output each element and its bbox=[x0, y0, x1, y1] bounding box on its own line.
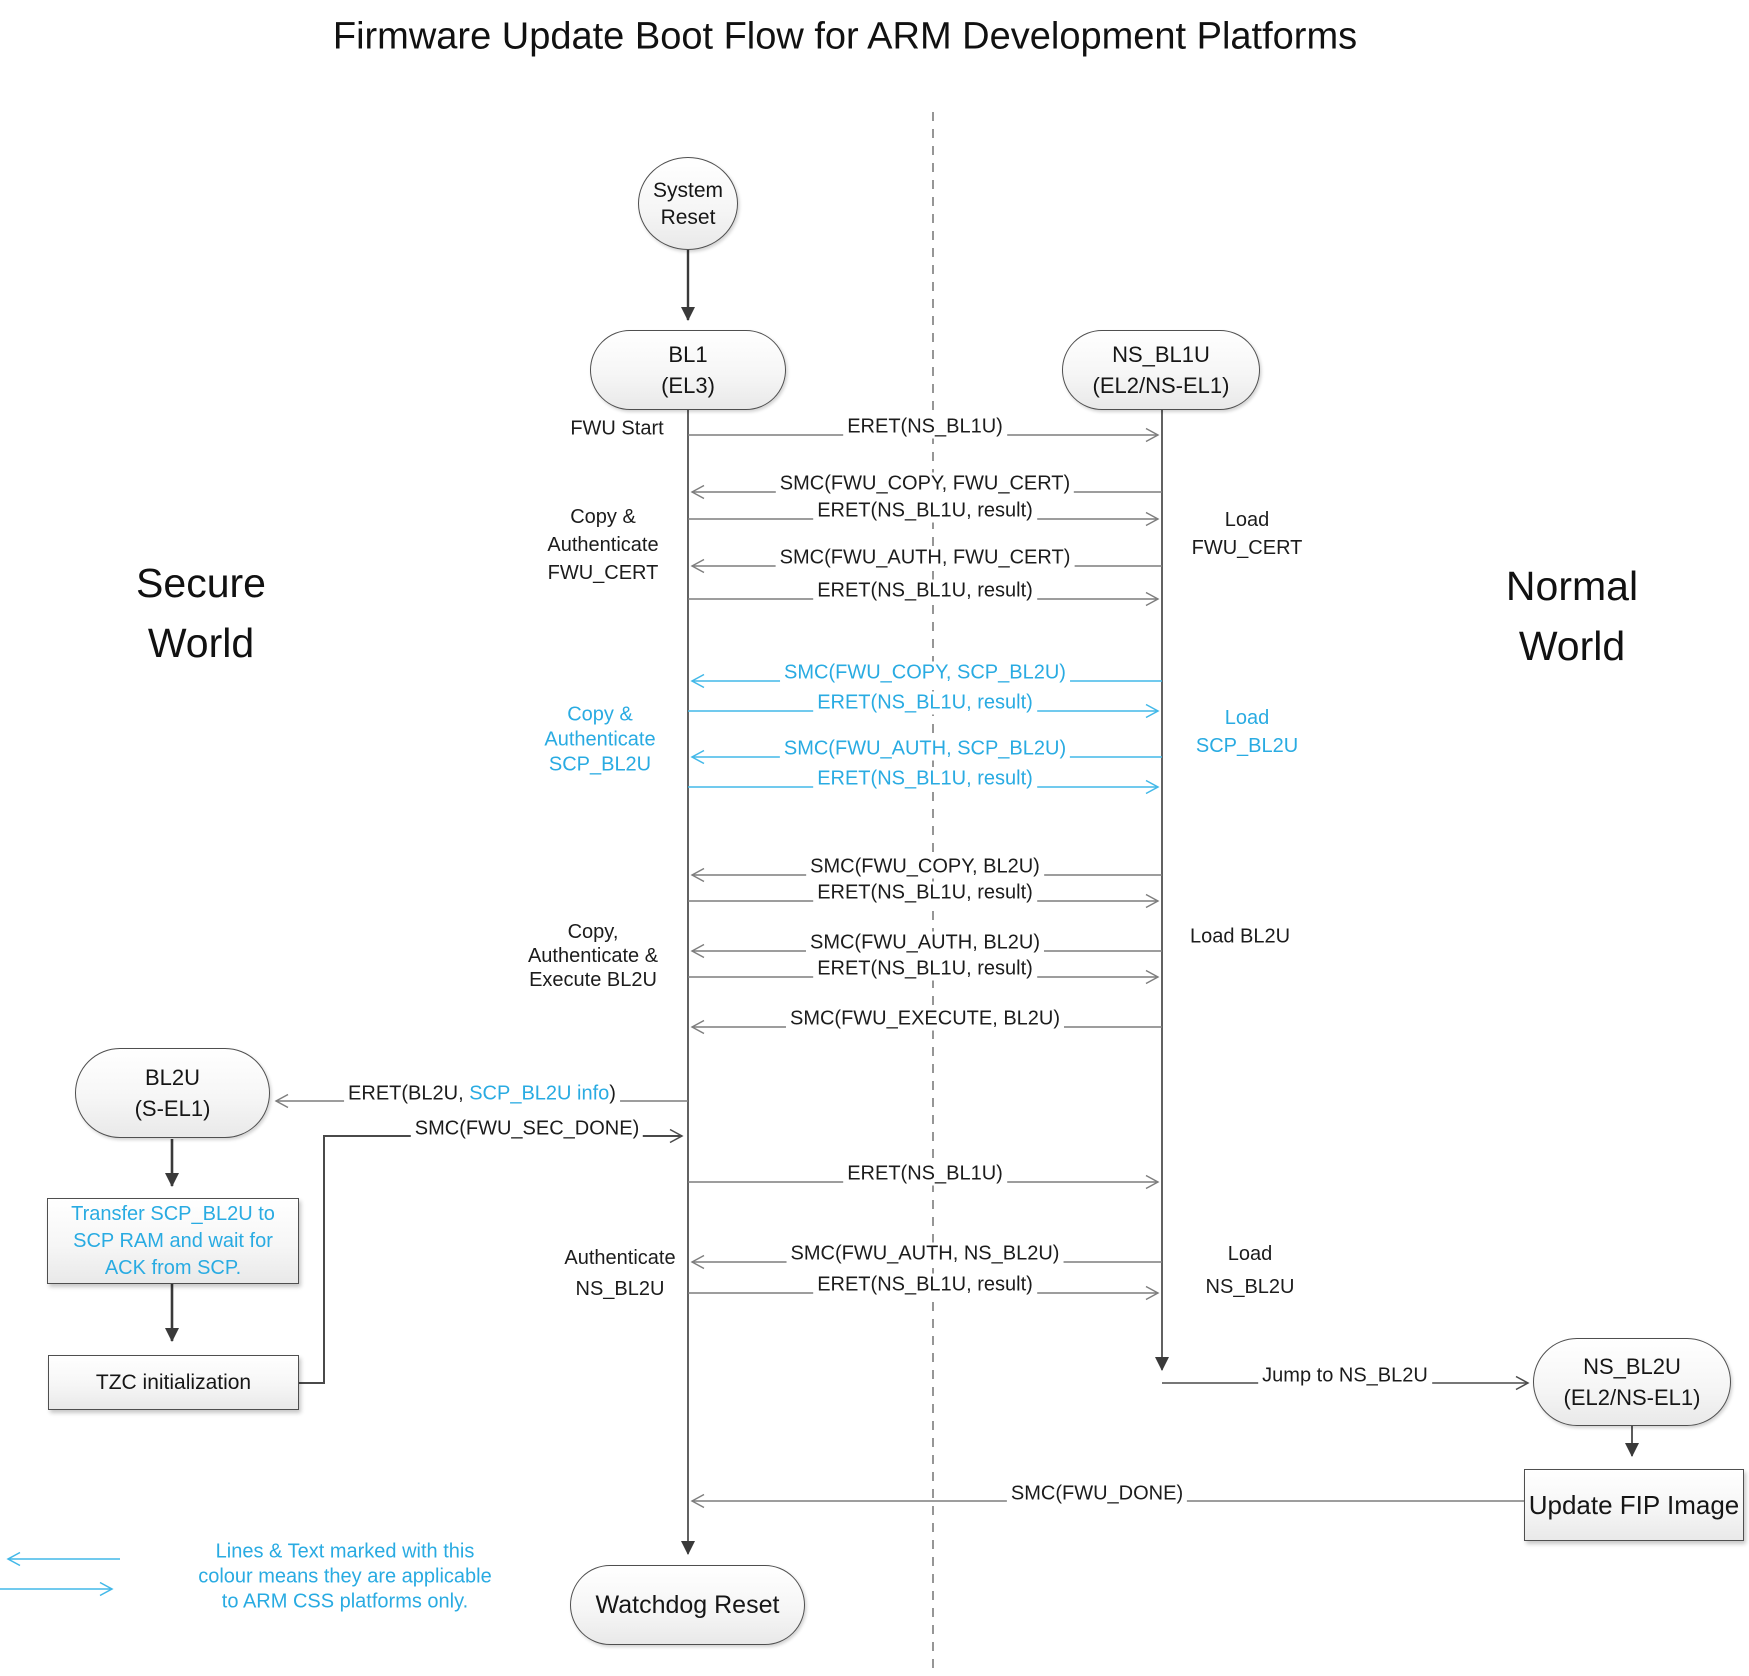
message-smc-sec-done: SMC(FWU_SEC_DONE) bbox=[410, 1117, 644, 1141]
bl1-line1: BL1 bbox=[668, 342, 708, 367]
ns-bl2u-line2: (EL2/NS-EL1) bbox=[1563, 1385, 1701, 1410]
label-load-ns-bl2u: Load NS_BL2U bbox=[1206, 1238, 1295, 1304]
legend-line3: to ARM CSS platforms only. bbox=[221, 1590, 469, 1613]
message-smc-execute-bl2u: SMC(FWU_EXECUTE, BL2U) bbox=[785, 1007, 1065, 1031]
load-scp-bl2u-line1: Load bbox=[1224, 707, 1270, 729]
message-smc-auth-bl2u: SMC(FWU_AUTH, BL2U) bbox=[805, 931, 1045, 955]
copy-auth-scp-line3: SCP_BL2U bbox=[548, 753, 652, 776]
auth-ns-bl2u-line1: Authenticate bbox=[564, 1247, 676, 1269]
transfer-line1: Transfer SCP_BL2U to bbox=[71, 1202, 275, 1225]
message-smc-fwu-done: SMC(FWU_DONE) bbox=[1006, 1482, 1188, 1506]
message-smc-auth-fwu-cert: SMC(FWU_AUTH, FWU_CERT) bbox=[775, 546, 1075, 570]
label-copy-auth-exec-bl2u: Copy, Authenticate & Execute BL2U bbox=[528, 920, 658, 992]
bl2u-line1: BL2U bbox=[144, 1065, 201, 1090]
label-copy-auth-scp-bl2u: Copy & Authenticate SCP_BL2U bbox=[544, 703, 655, 778]
copy-auth-bl2u-line2: Authenticate & bbox=[527, 945, 659, 967]
normal-world-line2: World bbox=[1518, 623, 1626, 669]
secure-world-line1: Secure bbox=[136, 560, 266, 606]
load-fwu-cert-line1: Load bbox=[1224, 509, 1270, 531]
node-system-reset: System Reset bbox=[638, 157, 738, 250]
watchdog-reset-label: Watchdog Reset bbox=[595, 1590, 780, 1619]
message-eret-ns-bl1u-2: ERET(NS_BL1U) bbox=[843, 1162, 1007, 1186]
eret-bl2u-suffix: ) bbox=[609, 1082, 616, 1105]
legend-note: Lines & Text marked with this colour mea… bbox=[198, 1540, 492, 1615]
bl2u-line2: (S-EL1) bbox=[134, 1096, 211, 1121]
copy-auth-bl2u-line3: Execute BL2U bbox=[529, 969, 657, 991]
secure-world-heading: Secure World bbox=[136, 553, 266, 673]
message-eret-result-1: ERET(NS_BL1U, result) bbox=[813, 499, 1037, 523]
message-eret-ns-bl1u-1: ERET(NS_BL1U) bbox=[843, 415, 1007, 439]
system-reset-line2: Reset bbox=[660, 205, 716, 229]
copy-auth-bl2u-line1: Copy, bbox=[567, 921, 619, 943]
message-smc-copy-bl2u: SMC(FWU_COPY, BL2U) bbox=[806, 855, 1044, 879]
message-smc-auth-scp-bl2u: SMC(FWU_AUTH, SCP_BL2U) bbox=[779, 737, 1071, 761]
ns-bl2u-line1: NS_BL2U bbox=[1583, 1354, 1681, 1379]
message-eret-result-2: ERET(NS_BL1U, result) bbox=[813, 579, 1037, 603]
auth-ns-bl2u-line2: NS_BL2U bbox=[575, 1278, 665, 1300]
load-ns-bl2u-line1: Load bbox=[1227, 1243, 1273, 1265]
bl1-line2: (EL3) bbox=[661, 373, 715, 398]
copy-auth-scp-line2: Authenticate bbox=[544, 728, 656, 751]
node-update-fip-image: Update FIP Image bbox=[1524, 1469, 1744, 1541]
message-smc-copy-fwu-cert: SMC(FWU_COPY, FWU_CERT) bbox=[775, 472, 1075, 496]
label-load-bl2u: Load BL2U bbox=[1189, 925, 1291, 948]
transfer-line2: SCP RAM and wait for bbox=[73, 1229, 273, 1252]
message-eret-result-3: ERET(NS_BL1U, result) bbox=[813, 691, 1037, 715]
legend-line2: colour means they are applicable bbox=[198, 1565, 492, 1588]
copy-auth-fwu-cert-line1: Copy & bbox=[570, 506, 636, 528]
ns-bl1u-line1: NS_BL1U bbox=[1112, 342, 1210, 367]
load-ns-bl2u-line2: NS_BL2U bbox=[1205, 1276, 1295, 1298]
copy-auth-scp-line1: Copy & bbox=[567, 703, 633, 726]
legend-line1: Lines & Text marked with this bbox=[215, 1540, 475, 1563]
label-load-fwu-cert: Load FWU_CERT bbox=[1192, 506, 1303, 562]
node-ns-bl1u: NS_BL1U (EL2/NS-EL1) bbox=[1062, 330, 1260, 410]
page-title: Firmware Update Boot Flow for ARM Develo… bbox=[332, 15, 1358, 58]
label-fwu-start: FWU Start bbox=[570, 417, 664, 440]
node-watchdog-reset: Watchdog Reset bbox=[570, 1565, 805, 1645]
message-smc-auth-ns-bl2u: SMC(FWU_AUTH, NS_BL2U) bbox=[786, 1242, 1064, 1266]
node-ns-bl2u: NS_BL2U (EL2/NS-EL1) bbox=[1533, 1338, 1731, 1426]
node-bl2u: BL2U (S-EL1) bbox=[75, 1048, 270, 1138]
normal-world-line1: Normal bbox=[1505, 563, 1639, 609]
message-eret-result-4: ERET(NS_BL1U, result) bbox=[813, 767, 1037, 791]
label-load-scp-bl2u: Load SCP_BL2U bbox=[1196, 704, 1298, 760]
update-fip-label: Update FIP Image bbox=[1528, 1489, 1740, 1520]
node-transfer-scp-bl2u: Transfer SCP_BL2U to SCP RAM and wait fo… bbox=[47, 1198, 299, 1284]
tzc-label: TZC initialization bbox=[95, 1371, 252, 1394]
ns-bl1u-line2: (EL2/NS-EL1) bbox=[1092, 373, 1230, 398]
system-reset-line1: System bbox=[652, 178, 723, 202]
label-authenticate-ns-bl2u: Authenticate NS_BL2U bbox=[564, 1243, 675, 1305]
message-eret-bl2u-scp-info: ERET(BL2U, SCP_BL2U info) bbox=[344, 1082, 620, 1106]
normal-world-heading: Normal World bbox=[1506, 556, 1638, 676]
copy-auth-fwu-cert-line3: FWU_CERT bbox=[547, 562, 659, 584]
node-bl1: BL1 (EL3) bbox=[590, 330, 786, 410]
copy-auth-fwu-cert-line2: Authenticate bbox=[547, 534, 659, 556]
eret-bl2u-prefix: ERET(BL2U, bbox=[348, 1082, 470, 1105]
eret-bl2u-scp-info: SCP_BL2U info bbox=[469, 1082, 610, 1105]
secure-world-line2: World bbox=[147, 620, 255, 666]
load-fwu-cert-line2: FWU_CERT bbox=[1191, 537, 1303, 559]
message-jump-to-ns-bl2u: Jump to NS_BL2U bbox=[1258, 1364, 1432, 1388]
message-eret-result-6: ERET(NS_BL1U, result) bbox=[813, 957, 1037, 981]
label-copy-auth-fwu-cert: Copy & Authenticate FWU_CERT bbox=[547, 503, 658, 587]
load-scp-bl2u-line2: SCP_BL2U bbox=[1195, 735, 1299, 757]
message-eret-result-7: ERET(NS_BL1U, result) bbox=[813, 1273, 1037, 1297]
message-eret-result-5: ERET(NS_BL1U, result) bbox=[813, 881, 1037, 905]
node-tzc-initialization: TZC initialization bbox=[48, 1355, 299, 1410]
message-smc-copy-scp-bl2u: SMC(FWU_COPY, SCP_BL2U) bbox=[780, 661, 1070, 685]
transfer-line3: ACK from SCP. bbox=[104, 1256, 242, 1279]
